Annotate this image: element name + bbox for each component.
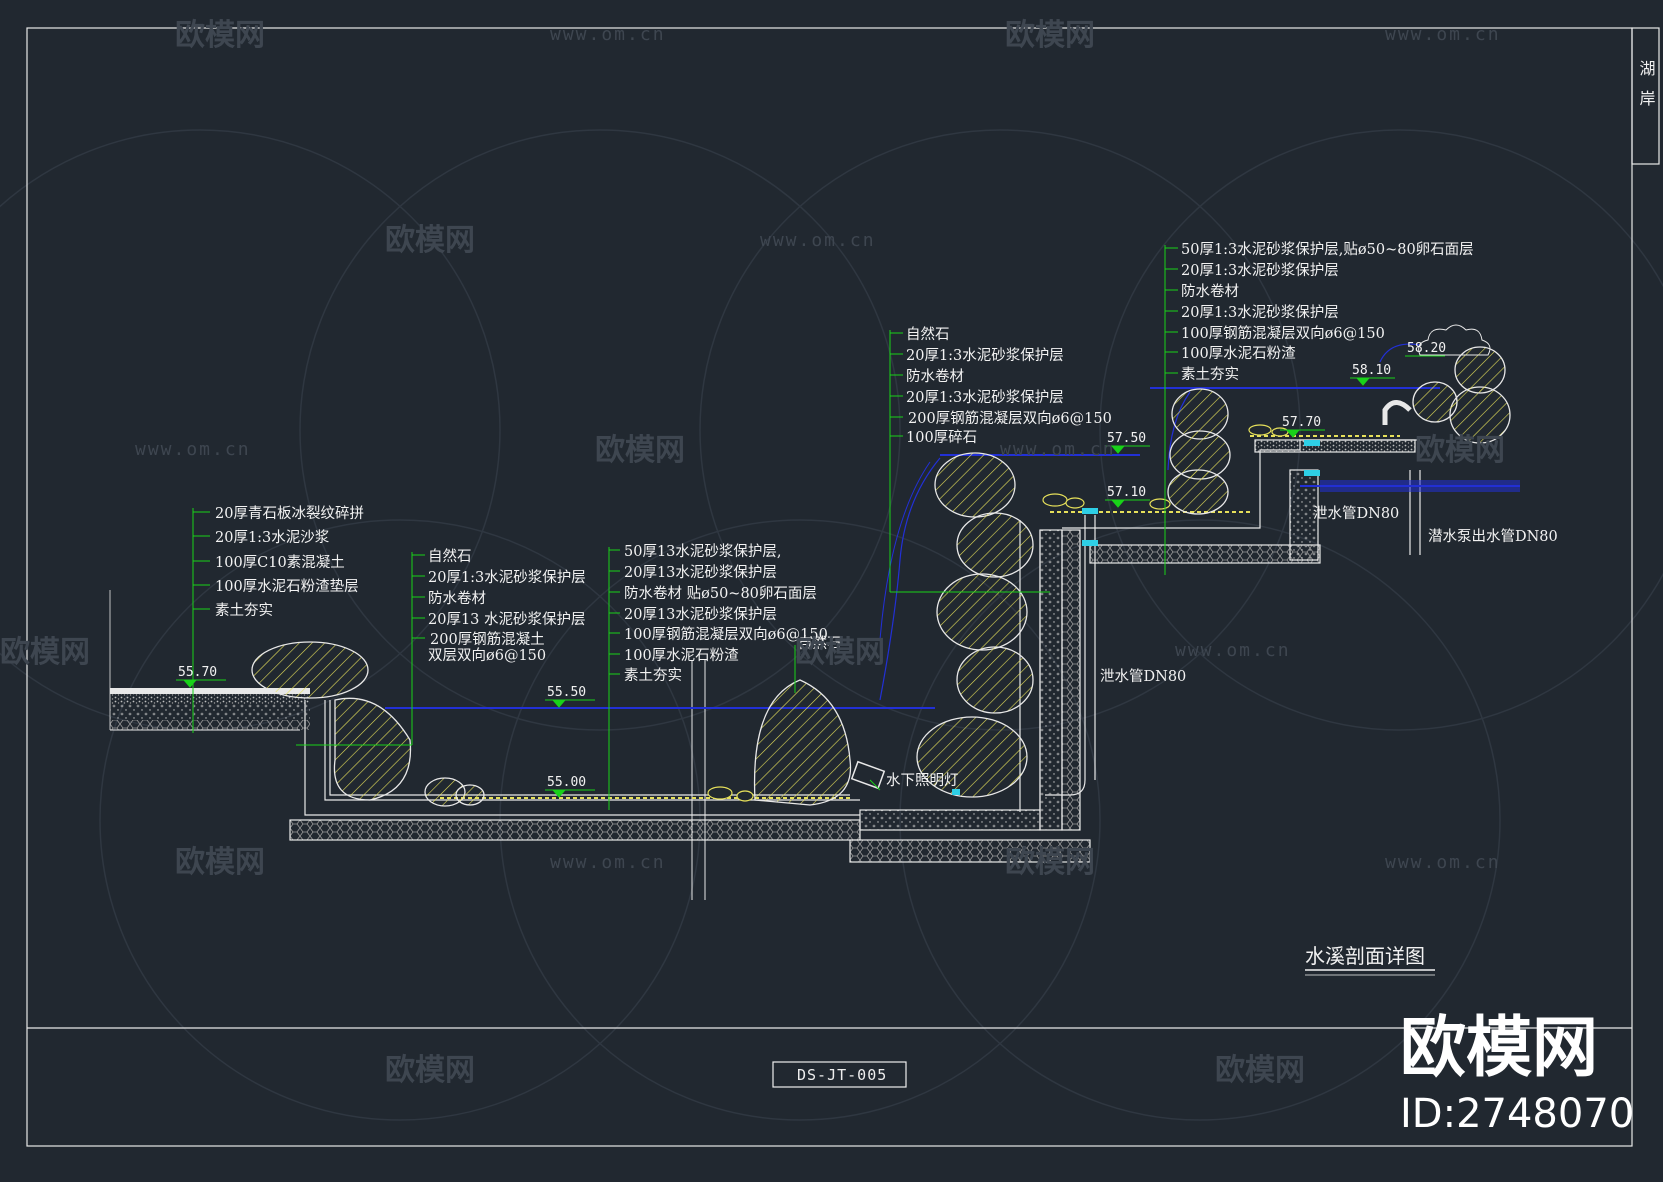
callout-line: 防水卷材 贴ø50~80卵石面层	[624, 585, 817, 602]
watermark-layer	[0, 129, 1663, 1121]
drain-pipe-label: 泄水管DN80	[1100, 668, 1186, 685]
callout-leaders	[192, 245, 1178, 810]
elevation-label: 58.10	[1352, 363, 1391, 378]
pebbles	[707, 424, 1289, 802]
callout-line: 50厚1:3水泥砂浆保护层,贴ø50~80卵石面层	[1181, 240, 1474, 258]
pump-water-tank	[1320, 480, 1520, 492]
callout-line: 100厚钢筋混凝层双向ø6@150	[624, 626, 828, 643]
callout-line: 防水卷材	[1181, 283, 1239, 300]
shrub-symbol	[1418, 324, 1491, 356]
callout-line: 50厚13水泥砂浆保护层,	[624, 542, 782, 560]
callout-upper: 50厚1:3水泥砂浆保护层,贴ø50~80卵石面层 20厚1:3水泥砂浆保护层 …	[1181, 240, 1474, 383]
callout-line: 100厚碎石	[906, 429, 977, 446]
pipe-joints	[952, 440, 1320, 795]
callout-line: 自然石	[906, 326, 950, 343]
underwater-light-fixture	[850, 760, 886, 790]
drawing-code: DS-JT-005	[797, 1066, 887, 1084]
elevation-label: 55.50	[547, 685, 586, 700]
pump-outlet-label: 潜水泵出水管DN80	[1428, 528, 1558, 545]
callout-line: 20厚1:3水泥砂浆保护层	[1181, 303, 1339, 321]
watermark-brand: 欧模网	[175, 18, 265, 53]
callout-line: 20厚13 水泥砂浆保护层	[428, 610, 586, 628]
watermark-url: www.om.cn	[760, 230, 876, 251]
watermark-brand: 欧模网	[385, 1053, 475, 1088]
brand-id: ID:2748070	[1400, 1091, 1634, 1137]
callout-line: 100厚C10素混凝土	[215, 554, 345, 571]
callout-line: 自然石	[428, 548, 472, 565]
callout-line: 20厚青石板冰裂纹碎拼	[215, 504, 364, 522]
watermark-url: www.om.cn	[1000, 439, 1116, 460]
callout-line: 200厚钢筋混凝土	[430, 631, 545, 648]
elevation-label: 55.00	[547, 775, 586, 790]
elevation-label: 57.70	[1282, 415, 1321, 430]
callout-line: 20厚1:3水泥砂浆保护层	[1181, 261, 1339, 279]
callout-line: 100厚水泥石粉渣垫层	[215, 578, 359, 595]
watermark-texts: 欧模网 www.om.cn 欧模网 www.om.cn 欧模网 www.om.c…	[0, 18, 1505, 1088]
pebble-bed	[440, 435, 1400, 799]
watermark-url: www.om.cn	[550, 852, 666, 873]
callout-line: 素土夯实	[624, 667, 682, 684]
callout-line: 200厚钢筋混凝层双向ø6@150	[908, 410, 1112, 427]
callout-left-wall: 自然石 20厚1:3水泥砂浆保护层 防水卷材 20厚13 水泥砂浆保护层 200…	[428, 548, 586, 664]
elevation-label: 57.50	[1107, 431, 1146, 446]
watermark-url: www.om.cn	[550, 24, 666, 45]
underwater-light-label: 水下照明灯	[886, 772, 959, 789]
watermark-brand: 欧模网	[595, 433, 685, 468]
callout-mid-wall: 自然石 20厚1:3水泥砂浆保护层 防水卷材 20厚1:3水泥砂浆保护层 200…	[906, 326, 1112, 446]
callout-pavement: 20厚青石板冰裂纹碎拼 20厚1:3水泥沙浆 100厚C10素混凝土 100厚水…	[215, 504, 364, 619]
drawing-frame	[26, 27, 1660, 1147]
callout-line: 防水卷材	[906, 368, 964, 385]
watermark-url: www.om.cn	[1385, 852, 1501, 873]
watermark-url: www.om.cn	[1385, 24, 1501, 45]
callout-bed: 50厚13水泥砂浆保护层, 20厚13水泥砂浆保护层 防水卷材 贴ø50~80卵…	[624, 542, 828, 684]
watermark-url: www.om.cn	[1175, 640, 1291, 661]
callout-line: 20厚1:3水泥砂浆保护层	[906, 346, 1064, 364]
drawing-code-box	[772, 1061, 907, 1088]
watermark-brand: 欧模网	[385, 223, 475, 258]
callout-line: 素土夯实	[1181, 366, 1239, 383]
watermark-url: www.om.cn	[135, 439, 251, 460]
natural-stones	[251, 346, 1511, 807]
drain-pipe-label: 泄水管DN80	[1313, 505, 1399, 522]
callout-line: 20厚13水泥砂浆保护层	[624, 605, 777, 623]
callout-line: 100厚钢筋混凝层双向ø6@150	[1181, 325, 1385, 342]
callout-line: 100厚水泥石粉渣	[1181, 345, 1296, 362]
elevation-label: 55.70	[178, 665, 217, 680]
callout-line: 防水卷材	[428, 590, 486, 607]
watermark-brand: 欧模网	[0, 635, 90, 670]
elevation-label: 58.20	[1407, 341, 1446, 356]
watermark-brand: 欧模网	[175, 845, 265, 880]
callout-line: 20厚1:3水泥沙浆	[215, 528, 329, 546]
callout-line: 双层双向ø6@150	[428, 647, 546, 664]
watermark-brand: 欧模网	[1415, 433, 1505, 468]
callout-line: 素土夯实	[215, 602, 273, 619]
elevation-label: 57.10	[1107, 485, 1146, 500]
callout-line: 20厚1:3水泥砂浆保护层	[428, 568, 586, 586]
watermark-brand: 欧模网	[1005, 18, 1095, 53]
drawing-title: 水溪剖面详图	[1305, 944, 1425, 968]
watermark-brand: 欧模网	[1215, 1053, 1305, 1088]
pool-basin	[289, 439, 1421, 900]
callout-line: 100厚水泥石粉渣	[624, 647, 739, 664]
natural-stone-label: 自然石	[798, 635, 842, 652]
elevation-labels: 55.70 55.50 55.00 57.50 57.10 57.70 58.1…	[178, 341, 1446, 790]
brand-watermark: 欧模网	[1400, 1009, 1598, 1086]
pump-outlet-pipe	[1382, 400, 1412, 425]
watermark-brand: 欧模网	[795, 635, 885, 670]
elevation-markers	[176, 355, 1445, 798]
watermark-brand: 欧模网	[1005, 845, 1095, 880]
side-title: 湖岸	[1637, 60, 1656, 120]
pavement-section	[109, 590, 310, 731]
callout-line: 20厚13水泥砂浆保护层	[624, 563, 777, 581]
callout-line: 20厚1:3水泥砂浆保护层	[906, 388, 1064, 406]
